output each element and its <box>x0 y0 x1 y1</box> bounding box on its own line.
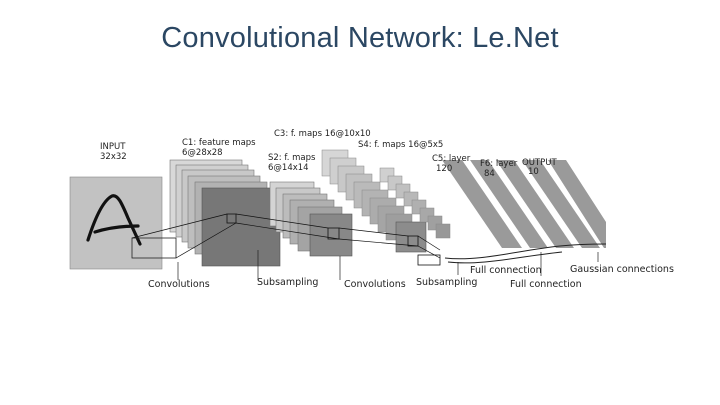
fully-connected-bands <box>442 160 607 264</box>
label-s2-size: 6@14x14 <box>268 163 309 173</box>
label-subsampling-1: Subsampling <box>257 277 318 288</box>
label-c5-size: 120 <box>436 164 452 174</box>
label-c5-title: C5: layer <box>432 154 471 164</box>
label-convolutions-2: Convolutions <box>344 279 406 290</box>
c3-feature-maps <box>321 149 427 253</box>
label-full-connection-2: Full connection <box>510 279 582 290</box>
label-c3: C3: f. maps 16@10x10 <box>274 129 371 139</box>
s2-feature-maps <box>269 181 353 257</box>
label-c1-size: 6@28x28 <box>182 148 223 158</box>
label-input-title: INPUT <box>100 142 126 152</box>
projection-lines <box>131 213 441 259</box>
slide-title: Convolutional Network: Le.Net <box>161 22 559 54</box>
label-f6-title: F6: layer <box>480 159 518 169</box>
label-output-size: 10 <box>528 167 539 177</box>
label-gaussian-connections: Gaussian connections <box>570 264 674 275</box>
label-s2-title: S2: f. maps <box>268 153 316 163</box>
label-subsampling-2: Subsampling <box>416 277 477 288</box>
c1-feature-maps <box>169 159 281 267</box>
operation-labels: Convolutions Subsampling Convolutions Su… <box>148 264 674 290</box>
s4-feature-maps <box>379 167 451 266</box>
layer-labels: INPUT 32x32 C1: feature maps 6@28x28 S2:… <box>100 129 557 179</box>
label-f6-size: 84 <box>484 169 495 179</box>
label-input-size: 32x32 <box>100 152 127 162</box>
input-image <box>69 176 177 270</box>
label-output-title: OUTPUT <box>522 158 557 168</box>
label-s4: S4: f. maps 16@5x5 <box>358 140 443 150</box>
operation-pointers <box>177 250 599 280</box>
label-full-connection-1: Full connection <box>470 265 542 276</box>
label-convolutions-1: Convolutions <box>148 279 210 290</box>
label-c1-title: C1: feature maps <box>182 138 256 148</box>
